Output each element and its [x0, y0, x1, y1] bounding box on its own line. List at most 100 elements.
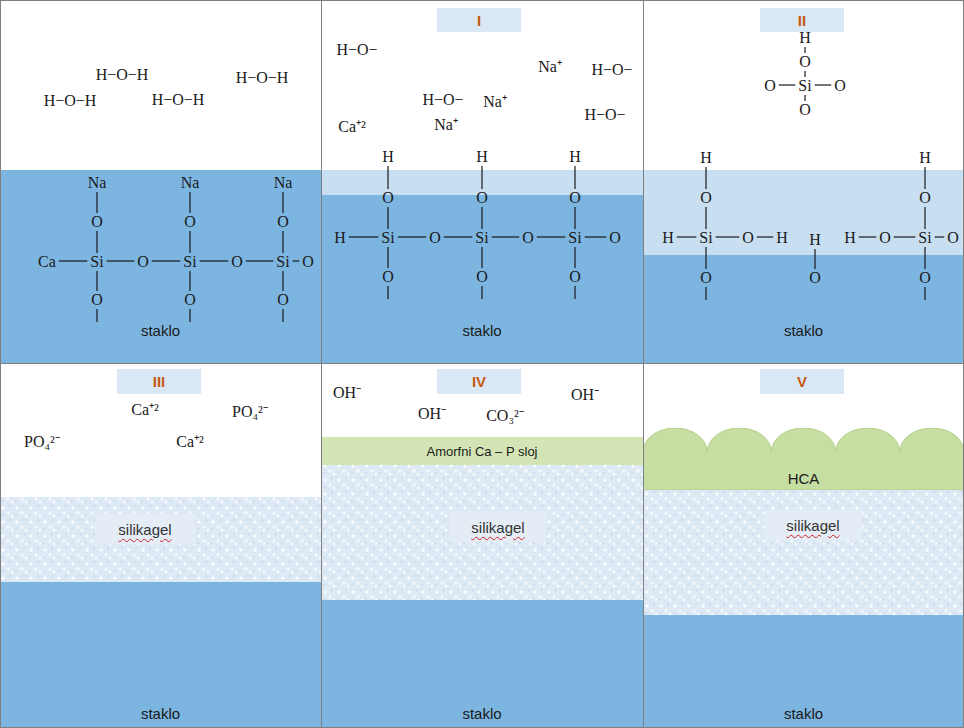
glass-layer: staklo [0, 582, 321, 728]
bond-line [804, 47, 805, 53]
chemical-label: OH⁻ [571, 387, 599, 403]
chemical-label: O [184, 292, 196, 308]
chemical-label: H−O− [584, 107, 625, 123]
node-text: silikagel [471, 519, 524, 536]
glass-layer: staklo [643, 615, 964, 728]
bond-line [574, 207, 575, 229]
chemical-label: O [700, 190, 712, 206]
bond-line [96, 192, 97, 213]
bond-line [705, 207, 706, 229]
bond-line [189, 192, 190, 213]
node-text: V [797, 373, 807, 390]
bond-line [189, 309, 190, 322]
chemical-label: O [522, 230, 534, 246]
chemical-label: Si [568, 230, 581, 246]
bond-line [96, 231, 97, 253]
bond-line [59, 260, 87, 261]
glass-layer: staklo [321, 600, 643, 728]
bond-line [387, 166, 388, 189]
node-text: staklo [784, 322, 823, 339]
chemical-label: Si [276, 254, 289, 270]
chemical-label: O [919, 270, 931, 286]
chemical-label: O [834, 78, 846, 94]
chemical-label: H [382, 149, 394, 165]
bond-line [107, 260, 135, 261]
bond-line [387, 247, 388, 268]
bond-line [293, 260, 300, 261]
bond-line [481, 207, 482, 229]
chemical-label: PO₄²⁻ [24, 434, 60, 450]
bond-line [924, 287, 925, 300]
bond-line [757, 236, 773, 237]
chemical-label: O [429, 230, 441, 246]
silica-gel-label: silikagel [95, 514, 195, 544]
chemical-label: O [91, 214, 103, 230]
bond-line [246, 260, 274, 261]
chemical-label: Si [475, 230, 488, 246]
hca-layer: HCA [643, 428, 964, 490]
chemical-label: O [809, 270, 821, 286]
chemical-label: O [742, 230, 754, 246]
bond-line [481, 286, 482, 299]
chemical-label: O [879, 230, 891, 246]
chemical-label: H−O− [422, 92, 463, 108]
node-text: I [477, 12, 481, 29]
node-text: HCA [788, 470, 820, 487]
chemical-label: Ca⁺² [131, 402, 159, 418]
bond-line [677, 236, 697, 237]
chemical-label: H [569, 149, 581, 165]
node-text: Amorfni Ca – P sloj [426, 444, 537, 459]
chemical-label: H [799, 30, 811, 46]
chemical-label: H [662, 230, 674, 246]
stage-label: III [117, 369, 201, 394]
bond-line [282, 271, 283, 291]
hydrated-layer [643, 170, 964, 255]
bond-line [814, 249, 815, 269]
chemical-label: O [277, 292, 289, 308]
chemical-label: H−O−H [96, 67, 149, 83]
chemical-label: H−O−H [44, 93, 97, 109]
bond-line [705, 287, 706, 300]
silica-gel-layer [321, 465, 643, 600]
chemical-label: H [809, 232, 821, 248]
bond-line [779, 84, 796, 85]
chemical-label: Si [798, 78, 811, 94]
silica-gel-label: silikagel [765, 510, 861, 540]
chemical-label: O [919, 190, 931, 206]
chemical-label: Si [918, 230, 931, 246]
bond-line [200, 260, 229, 261]
chemical-label: CO₃²⁻ [486, 408, 524, 424]
silica-gel-layer [0, 497, 321, 582]
bond-line [481, 166, 482, 189]
bond-line [398, 236, 427, 237]
chemical-label: Na⁺ [483, 94, 507, 110]
chemical-label: O [184, 214, 196, 230]
bond-line [924, 247, 925, 269]
chemical-label: O [476, 190, 488, 206]
node-text: staklo [462, 705, 501, 722]
chemical-label: O [764, 78, 776, 94]
chemical-label: PO₄²⁻ [232, 404, 268, 420]
chemical-label: Ca [38, 254, 56, 270]
bond-line [481, 247, 482, 268]
bond-line [804, 71, 805, 77]
chemical-label: H−O−H [236, 70, 289, 86]
chemical-label: O [137, 254, 149, 270]
chemical-label: O [799, 102, 811, 118]
node-text: staklo [462, 322, 501, 339]
bond-line [804, 95, 805, 101]
glass-layer: staklo [643, 255, 964, 363]
calcium-phosphate-layer: Amorfni Ca – P sloj [321, 437, 643, 465]
chemical-label: Si [699, 230, 712, 246]
chemical-label: O [609, 230, 621, 246]
stage-label: II [760, 8, 844, 32]
chemical-label: H−O− [336, 42, 377, 58]
chemical-label: Ca⁺² [176, 434, 204, 450]
chemical-label: O [569, 269, 581, 285]
bond-line [444, 236, 473, 237]
bond-line [282, 192, 283, 213]
chemical-label: O [700, 270, 712, 286]
node-text: II [798, 12, 806, 29]
bond-line [282, 309, 283, 322]
bond-line [282, 231, 283, 253]
